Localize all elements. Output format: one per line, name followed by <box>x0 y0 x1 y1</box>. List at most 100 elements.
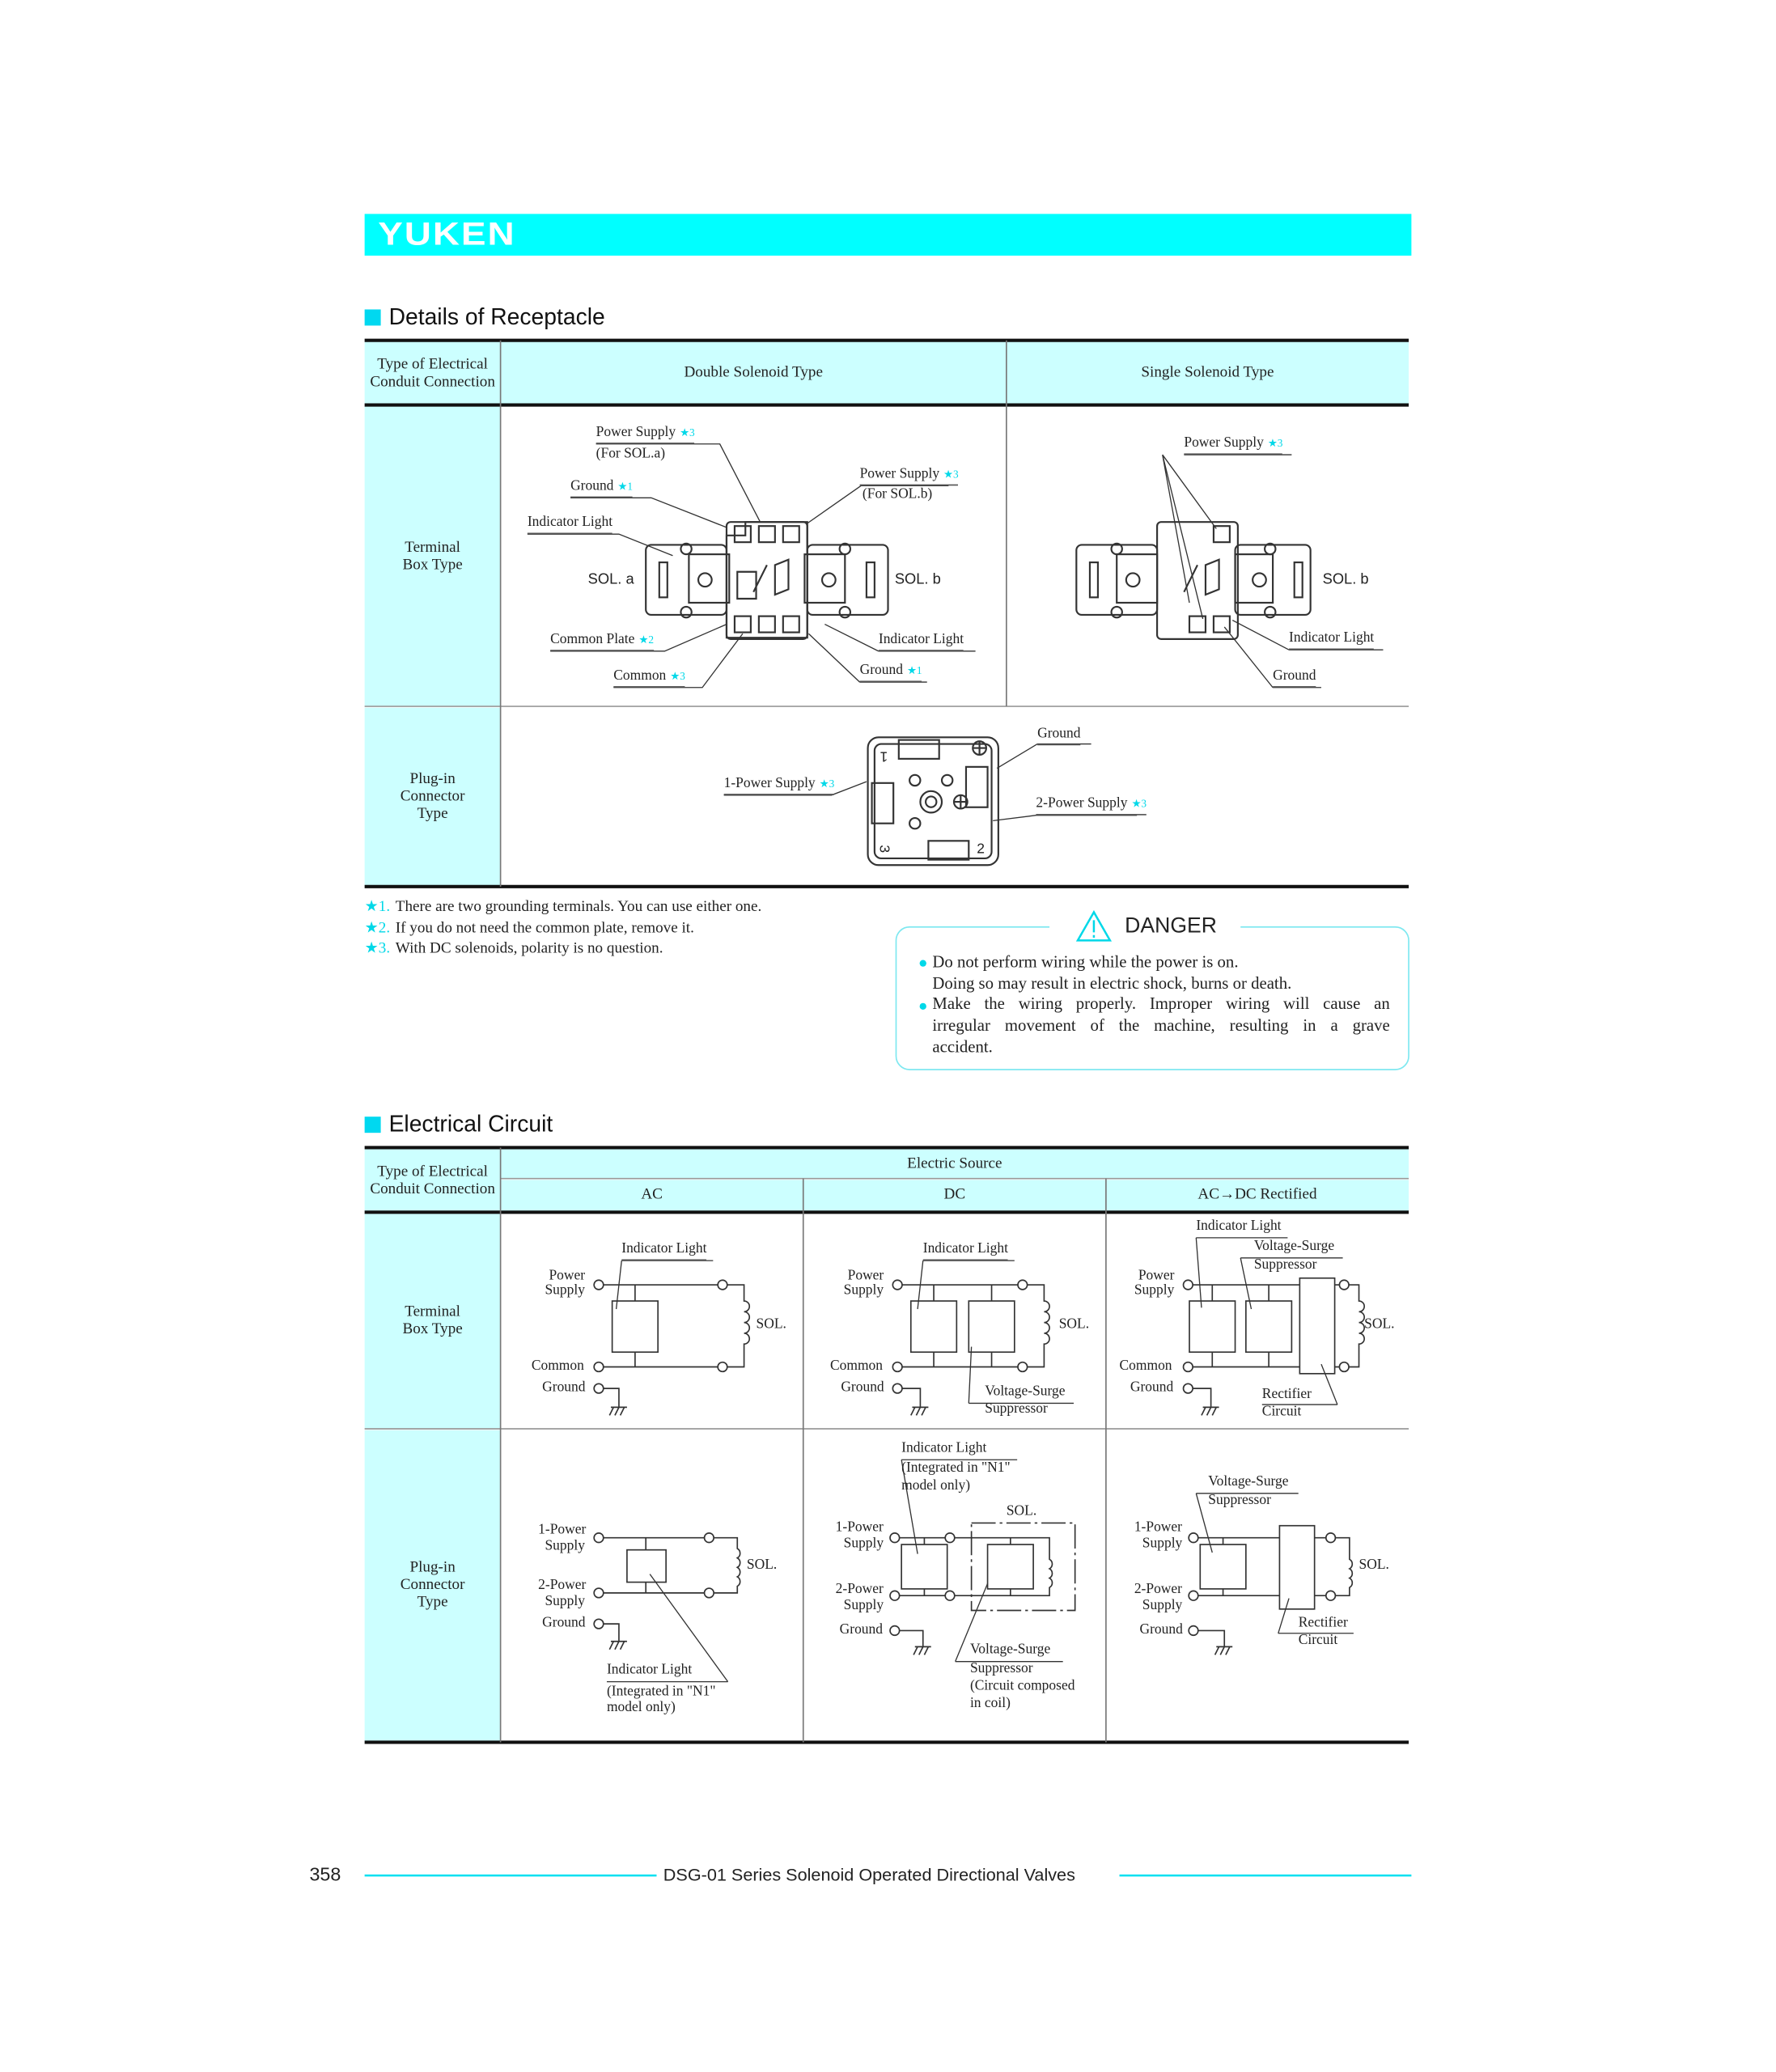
danger-line: Do not perform wiring while the power is… <box>932 952 1239 972</box>
danger-line: Doing so may result in electric shock, b… <box>932 973 1292 993</box>
circuit-acdc-terminal <box>1182 1237 1366 1416</box>
label-ground: Ground <box>1037 727 1081 746</box>
label-power-supply-b: Power Supply★3 <box>859 467 959 486</box>
label-indicator-light: Indicator Light <box>621 1242 707 1261</box>
pin-3-label: 3 <box>875 845 892 854</box>
receptacle-row-plugin: Plug-in Connector Type <box>364 707 501 887</box>
label-power-2: 2-Power <box>538 1578 587 1593</box>
brand-bar: YUKEN <box>364 214 1412 256</box>
double-terminal-box-drawing <box>527 443 976 689</box>
label-circuit: Circuit <box>1261 1405 1302 1420</box>
label-indicator-light: Indicator Light <box>606 1663 693 1678</box>
label-voltage-surge: Voltage-Surge <box>985 1384 1066 1400</box>
receptacle-header-type: Type of Electrical Conduit Connection <box>364 341 501 405</box>
label-for-sol-b: (For SOL.b) <box>862 486 933 502</box>
section-title-text: Details of Receptacle <box>388 303 605 330</box>
label-ground: Ground <box>841 1380 884 1396</box>
label-power-1: 1-Power <box>538 1523 587 1538</box>
header-text: AC <box>641 1186 663 1203</box>
label-supply: Supply <box>843 1536 884 1552</box>
label-common: Common <box>830 1358 884 1374</box>
label-supply: Supply <box>545 1594 585 1609</box>
label-for-sol-a: (For SOL.a) <box>596 447 666 462</box>
label-power-1: 1-Power <box>835 1520 884 1536</box>
danger-line: irregular movement of the machine, resul… <box>932 1015 1390 1035</box>
label-power-supply: Power Supply★3 <box>1184 436 1283 456</box>
label-suppressor: Suppressor <box>985 1401 1048 1417</box>
header-text: Type of Electrical Conduit Connection <box>370 355 495 390</box>
label-ground: Ground <box>839 1622 884 1638</box>
row-label: Terminal Box Type <box>402 1303 463 1337</box>
label-suppressor: Suppressor <box>1208 1493 1271 1509</box>
row-label: Plug-in Connector Type <box>400 770 465 823</box>
pin-1-label: 1 <box>880 748 888 765</box>
circuit-header-acdc: AC→DC Rectified <box>1105 1180 1409 1211</box>
label-indicator-light: Indicator Light <box>878 633 964 651</box>
receptacle-row-terminal: Terminal Box Type <box>364 406 501 707</box>
label-common: Common★3 <box>613 668 685 688</box>
circuit-acdc-plugin <box>1188 1493 1354 1655</box>
circuit-ac-plugin <box>593 1532 741 1683</box>
row-label: Terminal Box Type <box>402 538 463 573</box>
header-text: DC <box>943 1186 966 1203</box>
footer-title: DSG-01 Series Solenoid Operated Directio… <box>663 1864 1075 1885</box>
label-rectifier: Rectifier <box>1298 1616 1348 1631</box>
label-ground: Ground <box>1130 1380 1174 1396</box>
label-supply: Supply <box>843 1283 884 1299</box>
label-sol-b: SOL. b <box>894 571 941 588</box>
label-sol-b: SOL. b <box>1322 571 1369 588</box>
header-text: Single Solenoid Type <box>1141 364 1274 381</box>
label-integrated: (Integrated in "N1" <box>901 1460 1011 1477</box>
circuit-ac-terminal <box>593 1260 751 1416</box>
label-common: Common <box>1119 1358 1172 1374</box>
label-power: Power <box>847 1269 884 1284</box>
label-sol: SOL. <box>746 1557 778 1573</box>
danger-text: Do not perform wiring while the power is… <box>932 952 1389 1058</box>
receptacle-header-double: Double Solenoid Type <box>500 341 1007 405</box>
label-indicator-light: Indicator Light <box>901 1440 987 1456</box>
footnote-3: ★3.With DC solenoids, polarity is no que… <box>364 940 663 957</box>
receptacle-header-single: Single Solenoid Type <box>1006 341 1409 405</box>
label-sol: SOL. <box>1358 1557 1389 1573</box>
label-power: Power <box>549 1269 586 1284</box>
circuit-row-terminal: Terminal Box Type <box>364 1213 501 1429</box>
danger-box-frame <box>895 926 1409 1070</box>
label-power-2: 2-Power <box>835 1582 884 1597</box>
label-power-2: 2-Power Supply★3 <box>1036 796 1147 816</box>
label-circuit-composed: (Circuit composed <box>969 1679 1075 1694</box>
label-ground: Ground <box>542 1380 586 1396</box>
circuit-dc-plugin <box>889 1459 1076 1663</box>
label-indicator-light: Indicator Light <box>1289 631 1375 650</box>
row-label: Plug-in Connector Type <box>400 1559 465 1611</box>
section-marker <box>364 309 381 326</box>
footnote-1: ★1.There are two grounding terminals. Yo… <box>364 898 762 915</box>
footnote-2: ★2.If you do not need the common plate, … <box>364 920 694 937</box>
circuit-row-plugin: Plug-in Connector Type <box>364 1430 501 1741</box>
yuken-logo: YUKEN <box>378 216 516 253</box>
header-text: AC→DC Rectified <box>1197 1186 1317 1203</box>
bullet-icon <box>919 960 926 967</box>
header-text: Type of Electrical Conduit Connection <box>370 1163 495 1197</box>
single-terminal-box-drawing <box>1075 454 1384 689</box>
label-sol: SOL. <box>756 1316 786 1333</box>
label-supply: Supply <box>1142 1598 1183 1613</box>
label-rectifier: Rectifier <box>1261 1387 1312 1402</box>
circuit-header-ac: AC <box>500 1180 803 1211</box>
label-power-1: 1-Power Supply★3 <box>723 776 835 795</box>
label-voltage-surge: Voltage-Surge <box>969 1642 1051 1658</box>
label-model-only: model only) <box>606 1700 676 1716</box>
section-title-text: Electrical Circuit <box>388 1111 553 1138</box>
label-integrated: (Integrated in "N1" <box>606 1684 716 1700</box>
circuit-table-rules <box>364 1146 1409 1744</box>
label-sol: SOL. <box>1364 1316 1395 1333</box>
label-indicator-light: Indicator Light <box>1196 1218 1282 1234</box>
label-power: Power <box>1138 1269 1175 1284</box>
label-supply: Supply <box>1134 1283 1175 1299</box>
label-power-1: 1-Power <box>1134 1520 1182 1536</box>
warning-triangle-icon <box>1075 909 1113 942</box>
danger-title: DANGER <box>1125 914 1218 939</box>
label-ground: Ground★1 <box>859 663 922 683</box>
header-text: Double Solenoid Type <box>684 364 823 381</box>
